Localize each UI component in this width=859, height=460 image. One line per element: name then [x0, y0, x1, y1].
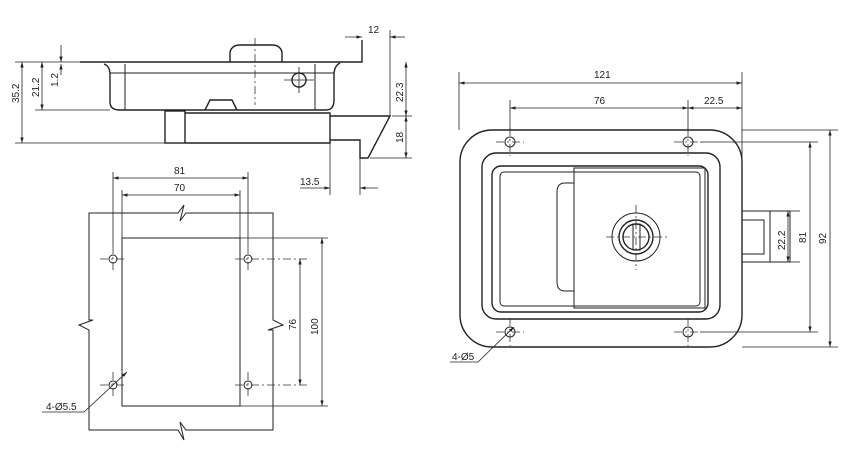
- cutout-view: 81 70 76 100 4-Ø5.5: [42, 166, 328, 441]
- dim-92: 92: [818, 232, 829, 244]
- hole-callout-5-5: 4-Ø5.5: [46, 402, 77, 413]
- dim-1-2: 1.2: [50, 73, 61, 87]
- finger-grip: [556, 182, 574, 292]
- dim-76-cutout: 76: [288, 318, 299, 330]
- recess-outline: [481, 152, 721, 320]
- dim-121: 121: [594, 70, 611, 81]
- paddle-handle: [573, 167, 706, 309]
- pan-outline: [491, 165, 709, 313]
- dim-76-front: 76: [594, 96, 606, 107]
- dim-35-2: 35.2: [11, 83, 22, 103]
- dim-22-3: 22.3: [395, 82, 406, 102]
- dim-100: 100: [310, 318, 321, 335]
- side-view: 35.2 21.2 1.2 12 22.3 18 13.5: [11, 25, 412, 195]
- dim-12: 12: [368, 25, 380, 36]
- dim-22-5: 22.5: [704, 96, 724, 107]
- dim-81-front: 81: [798, 231, 809, 243]
- knob: [229, 44, 283, 62]
- mounting-holes: [496, 128, 702, 346]
- dim-18: 18: [395, 131, 406, 143]
- dim-21-2: 21.2: [31, 77, 42, 97]
- cutout-rect: [121, 237, 241, 407]
- handle-pivot: [204, 99, 238, 111]
- hole-callout-5: 4-Ø5: [452, 352, 475, 363]
- latch-tab: [741, 210, 791, 263]
- dim-81-cutout: 81: [174, 166, 186, 177]
- mounting-holes: [100, 246, 310, 398]
- body-outline: [103, 62, 341, 111]
- lock-cylinder-icon: [606, 205, 667, 270]
- dim-70: 70: [174, 183, 186, 194]
- dim-13-5: 13.5: [300, 177, 320, 188]
- dim-22-2: 22.2: [777, 230, 788, 250]
- flange-line: [80, 40, 363, 63]
- latch-body: [185, 112, 331, 144]
- front-view: 121 76 22.5 22.2 81 92 4-Ø5: [450, 70, 838, 363]
- latch-bolt: [330, 115, 392, 159]
- panel-outline: [77, 204, 285, 441]
